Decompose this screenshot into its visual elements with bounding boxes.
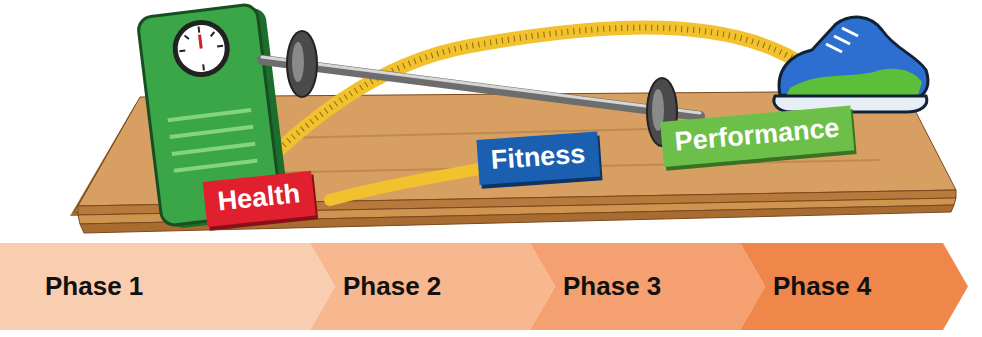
performance-tag: Performance	[660, 105, 854, 166]
phase-chevron: Phase 2	[310, 243, 555, 330]
bar	[262, 60, 700, 116]
shoe-laces	[826, 28, 858, 52]
bar-shine	[262, 57, 700, 113]
phase-label: Phase 1	[45, 272, 143, 301]
chevron-fill	[740, 243, 968, 330]
phase-label: Phase 3	[563, 272, 661, 301]
phase-chevron: Phase 3	[530, 243, 765, 330]
chevron-fill	[0, 243, 335, 330]
phase-chevron: Phase 4	[740, 243, 968, 330]
phase-label: Phase 4	[773, 272, 871, 301]
scale-dial	[172, 20, 230, 78]
health-tag: Health	[203, 171, 316, 227]
phase-label: Phase 2	[343, 272, 441, 301]
dial-needle	[200, 35, 202, 49]
running-shoe	[774, 17, 928, 112]
weight-plate	[287, 31, 317, 97]
dial-ticks	[177, 24, 226, 73]
barbell	[262, 31, 700, 146]
shoe-upper	[779, 17, 928, 98]
scale-stripes	[168, 110, 258, 171]
tag-label: Fitness	[490, 140, 586, 176]
chevron-fill	[310, 243, 555, 330]
tag-label: Performance	[674, 114, 841, 158]
chevron-fill	[530, 243, 765, 330]
shoe-stripe	[786, 69, 922, 96]
plate-shine	[292, 42, 304, 82]
fitness-tag: Fitness	[476, 132, 599, 185]
phase-chevron: Phase 1	[0, 243, 335, 330]
tag-label: Health	[216, 179, 301, 217]
